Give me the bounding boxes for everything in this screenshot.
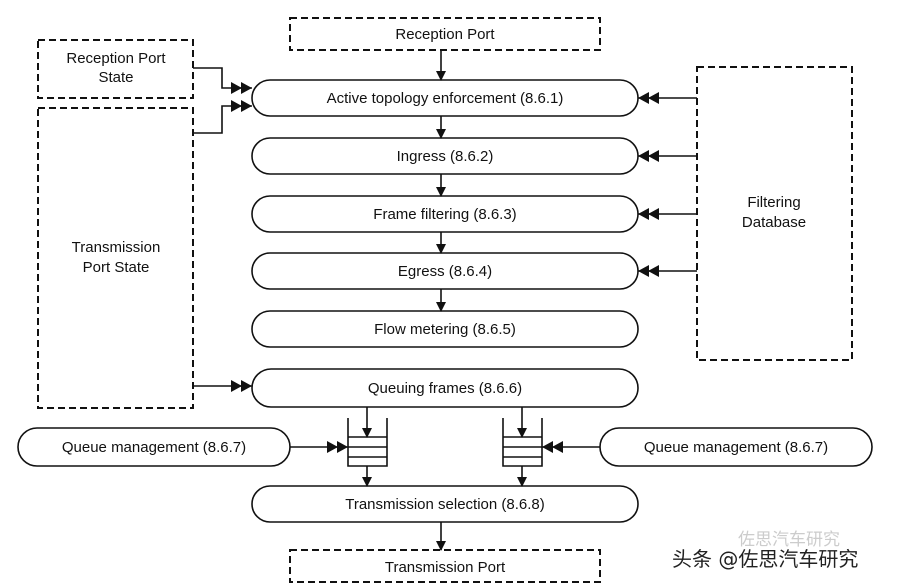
queuing-frames-label: Queuing frames (8.6.6) <box>368 380 522 397</box>
watermark-faint: 佐思汽车研究 <box>738 530 840 550</box>
transmission-selection-label: Transmission selection (8.6.8) <box>345 496 545 513</box>
active-topology-label: Active topology enforcement (8.6.1) <box>327 90 564 107</box>
queue-mgmt-left-label: Queue management (8.6.7) <box>62 439 246 456</box>
transmission-port-label: Transmission Port <box>385 559 506 576</box>
transmission-port-state-label-2: Port State <box>83 259 150 276</box>
filtering-database-label-2: Database <box>742 214 806 231</box>
transmission-port-state-label-1: Transmission <box>72 239 161 256</box>
queue-right <box>502 407 600 487</box>
reception-port-state-label-2: State <box>98 69 133 86</box>
transmission-selection-box <box>251 485 639 523</box>
egress-label: Egress (8.6.4) <box>398 263 492 280</box>
frame-filtering-label: Frame filtering (8.6.3) <box>373 206 516 223</box>
reception-port-label: Reception Port <box>395 26 495 43</box>
reception-port-box <box>289 17 601 51</box>
ingress-label: Ingress (8.6.2) <box>397 148 494 165</box>
queuing-frames-box <box>251 368 639 408</box>
filtering-database-label-1: Filtering <box>747 194 800 211</box>
transmission-port-state-box <box>37 107 194 409</box>
watermark: 头条 @佐思汽车研究 <box>672 547 858 571</box>
flow-metering-label: Flow metering (8.6.5) <box>374 321 516 338</box>
queue-left <box>290 407 388 487</box>
reception-port-state-box <box>37 39 194 99</box>
queue-mgmt-right-label: Queue management (8.6.7) <box>644 439 828 456</box>
reception-port-state-label-1: Reception Port <box>66 50 166 67</box>
